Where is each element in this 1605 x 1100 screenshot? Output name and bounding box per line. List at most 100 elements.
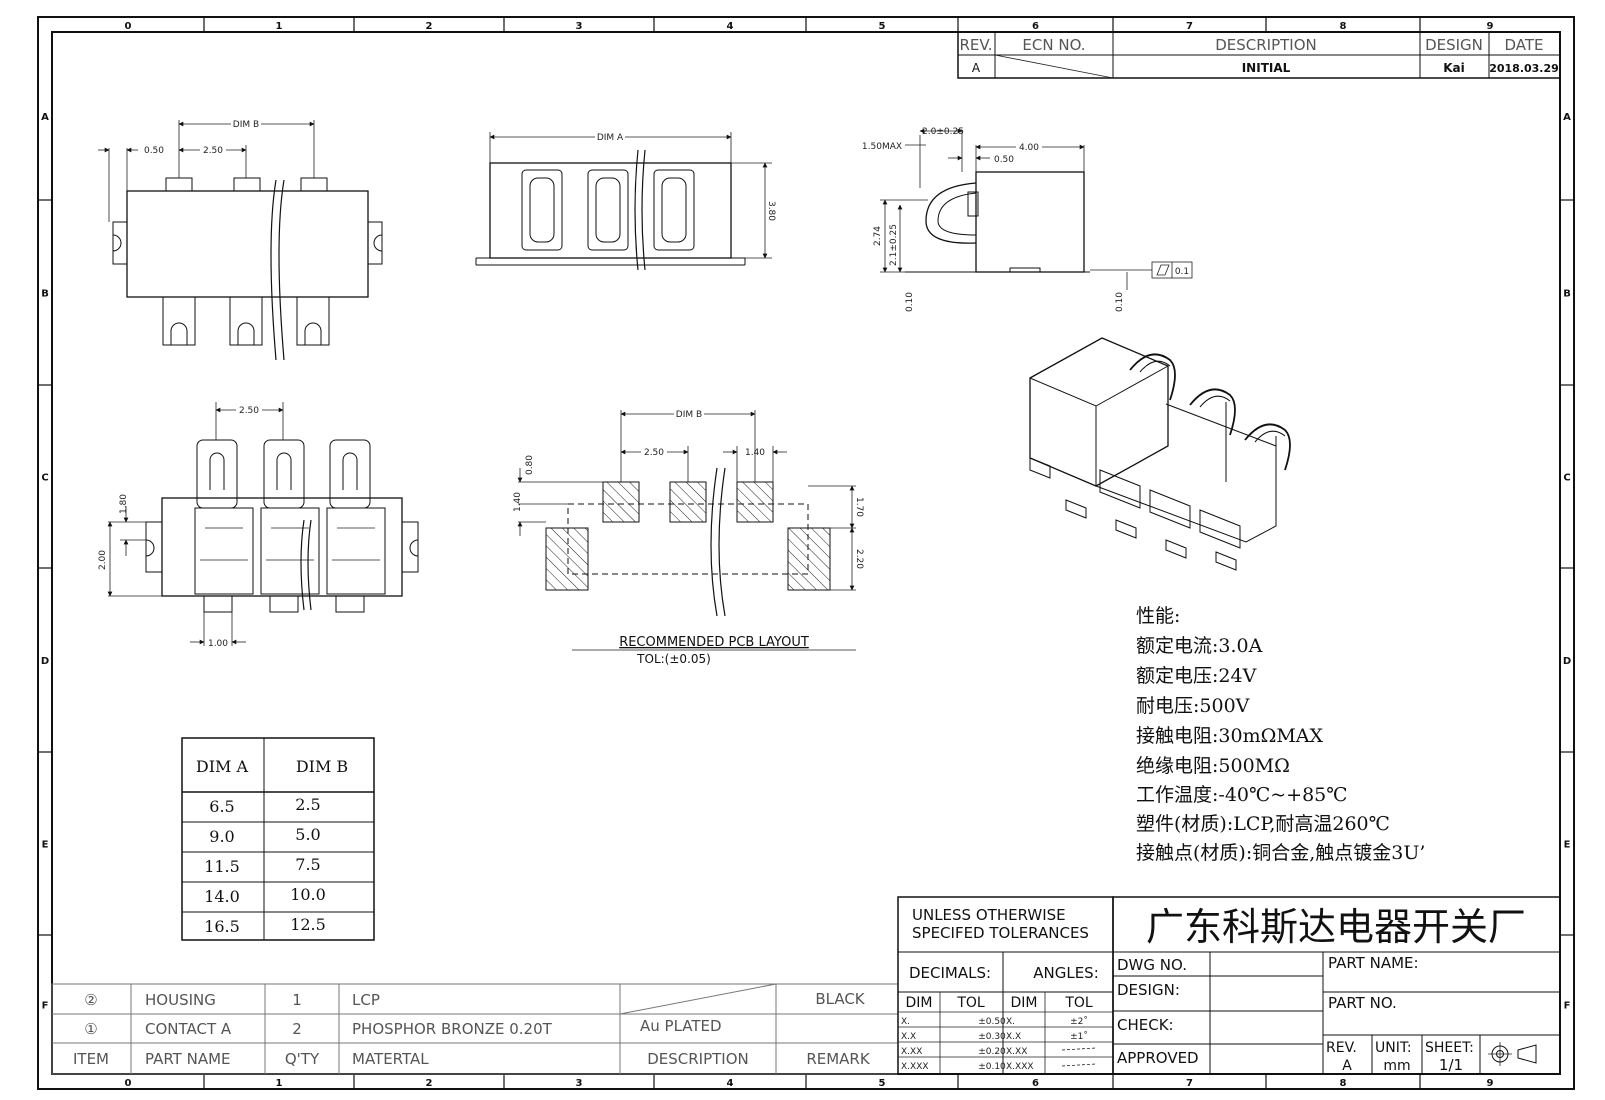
frame-col-label: 6 [1032,21,1039,32]
dim-2-74: 2.74 [873,226,883,246]
bom-item: ① [84,1020,97,1038]
frame-col-label: 4 [727,21,734,32]
bom-material: PHOSPHOR BRONZE 0.20T [352,1020,553,1038]
frame-col-label: 0 [125,21,132,32]
bom-description: Au PLATED [640,1017,722,1035]
dim-b-pcb: DIM B [676,410,702,420]
frame-col-label: 1 [276,1078,283,1089]
frame-row-label: B [41,289,49,300]
frame-col-label: 7 [1186,1078,1193,1089]
rev-value-title: A [1342,1058,1352,1074]
frame-col-label: 0 [125,1078,132,1089]
pcb-pad [669,481,707,523]
dim-table-cell: 11.5 [204,857,240,876]
pcb-title: RECOMMENDED PCB LAYOUT [619,635,809,650]
check-label: CHECK: [1117,1016,1174,1034]
spec-line: 绝缘电阻:500MΩ [1136,755,1290,777]
angle-dim-header: DIM [1011,995,1038,1011]
dwg-no-label: DWG NO. [1117,956,1187,974]
part-no-label: PART NO. [1328,994,1397,1012]
frame-row-label: F [1564,1001,1571,1012]
spec-line: 塑件(材质):LCP,耐高温260℃ [1136,813,1390,835]
decimal-row-dim: X.XX [901,1047,922,1057]
frame-row-label: C [41,473,48,484]
dim-table-header-a: DIM A [196,757,249,776]
decimal-row-tol: ±0.30 [978,1032,1006,1042]
bom-material: LCP [352,991,380,1009]
dim-1-40-pcb: 1.40 [745,448,765,458]
bom-header-item: ITEM [73,1050,109,1068]
dim-table-cell: 7.5 [295,855,320,874]
dim-1-80: 1.80 [119,494,129,514]
frame-row-label: B [1563,289,1571,300]
dim-2-0: 2.0±0.25 [922,127,964,137]
dim-2-50: 2.50 [203,146,223,156]
frame-row-label: C [1563,473,1570,484]
revision-block: REV. ECN NO. DESCRIPTION DESIGN DATE A I… [957,31,1561,79]
dim-b-label: DIM B [233,120,259,130]
description-header: DESCRIPTION [1215,36,1317,54]
bom-header-name: PART NAME [145,1050,231,1068]
frame-row-label: E [1564,840,1571,851]
dim-table-cell: 5.0 [295,825,320,844]
rev-value: A [972,61,981,75]
dim-a-label: DIM A [597,133,624,143]
decimal-row-tol: ±0.10 [978,1062,1006,1072]
decimal-row-dim: X.XXX [901,1062,929,1072]
bottom-view: 2.50 1.80 2.00 1.00 [98,402,419,649]
dim-3-80: 3.80 [766,201,776,221]
dim-4-00: 4.00 [1019,143,1039,153]
pcb-pad [736,481,774,523]
bom-qty: 1 [292,991,302,1009]
bom-header-material: MATERTAL [352,1050,429,1068]
bom-header-qty: Q'TY [285,1050,320,1068]
side-view: 2.0±0.25 1.50MAX 4.00 0.50 2.74 2.1±0.25… [862,127,1193,312]
bom-remark: BLACK [815,990,865,1008]
dim-1-00: 1.00 [208,639,228,649]
dim-0-10-left: 0.10 [905,292,915,312]
angle-row-dim: X. [1006,1017,1015,1027]
frame-row-label: E [42,840,49,851]
frame-col-label: 9 [1487,21,1494,32]
angle-row-tol: ±2˚ [1070,1016,1088,1027]
frame-col-label: 6 [1032,1078,1039,1089]
design-value: Kai [1443,61,1465,75]
frame-col-label: 8 [1340,1078,1347,1089]
isometric-view [1029,337,1291,571]
description-value: INITIAL [1242,61,1291,75]
angle-row-dim: X.X [1006,1032,1021,1042]
dim-table-cell: 16.5 [204,917,240,936]
specifications: 性能: 额定电流:3.0A 额定电压:24V 耐电压:500V 接触电阻:30m… [1136,605,1425,864]
pcb-pad [602,481,640,523]
rev-header: REV. [960,36,993,54]
dim-table-header-b: DIM B [296,757,348,776]
dim-1-40-left: 1.40 [513,492,523,512]
unit-value: mm [1383,1058,1410,1074]
pcb-layout: DIM B 2.50 1.40 0.80 1.40 1.70 2.20 RECO… [513,408,864,666]
pcb-pad [545,527,589,591]
dim-1-50max: 1.50MAX [862,142,902,152]
frame-col-label: 9 [1487,1078,1494,1089]
decimal-row-dim: X.X [901,1032,916,1042]
frame-row-label: D [41,656,49,667]
bom-header-remark: REMARK [806,1050,871,1068]
frame-row-label: F [42,1001,49,1012]
angles-label: ANGLES: [1033,964,1099,982]
spec-line: 额定电压:24V [1136,665,1257,687]
design-header: DESIGN [1425,36,1483,54]
dim-2-00: 2.00 [98,550,108,570]
decimal-tol-header: TOL [956,995,985,1011]
tolerance-heading-1: UNLESS OTHERWISE [912,906,1066,924]
frame-col-label: 3 [576,1078,583,1089]
approved-label: APPROVED [1117,1049,1199,1067]
flatness-value: 0.1 [1175,267,1189,277]
title-block: 广东科斯达电器开关厂 DWG NO. DESIGN: CHECK: APPROV… [1112,896,1561,1075]
frame-col-label: 3 [576,21,583,32]
ecn-header: ECN NO. [1022,36,1085,54]
bom-part-name: CONTACT A [145,1020,232,1038]
sheet-value: 1/1 [1439,1056,1463,1074]
dim-0-10-right: 0.10 [1115,292,1125,312]
decimals-label: DECIMALS: [909,964,991,982]
dim-table-cell: 6.5 [209,797,234,816]
